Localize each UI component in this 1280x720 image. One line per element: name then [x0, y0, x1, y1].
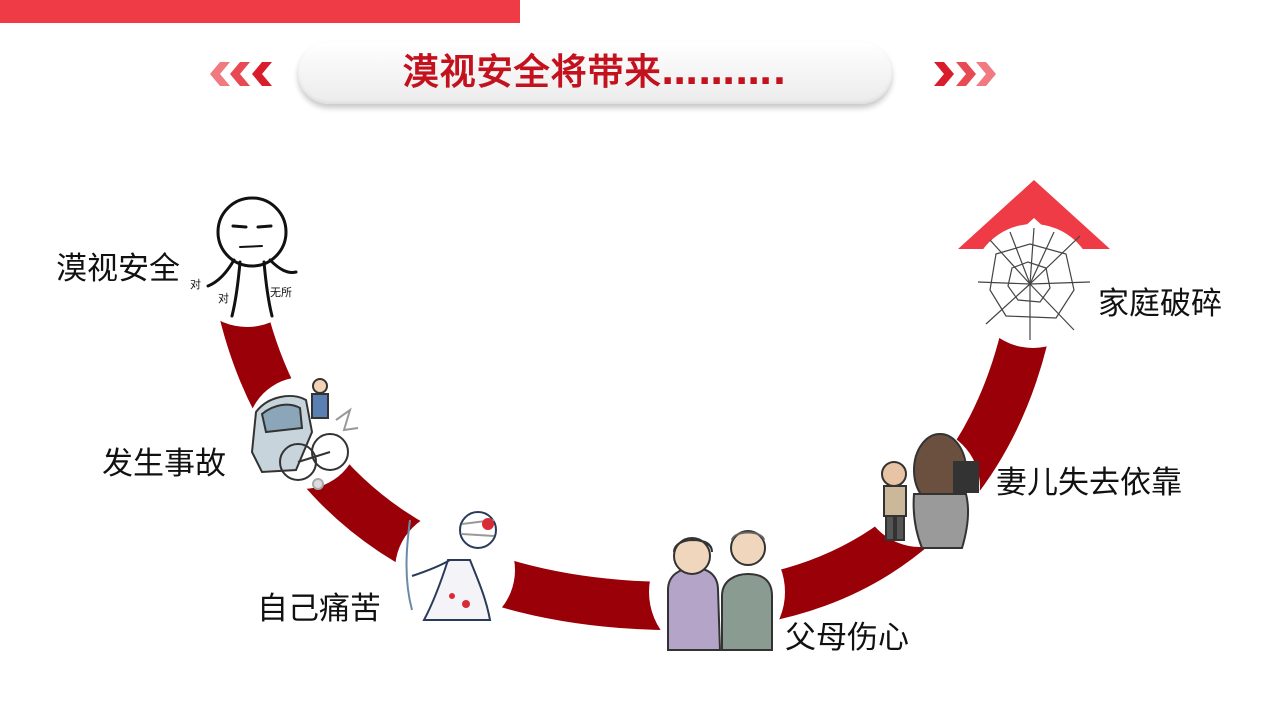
stick-figure-icon: 对 对 无所 [190, 196, 298, 318]
chevron-left-icon [210, 62, 272, 86]
title-banner: 漠视安全将带来………. [298, 42, 892, 104]
grieving-parents-icon [667, 530, 773, 651]
node-circle-6 [971, 224, 1095, 348]
step-label-1: 漠视安全 [56, 251, 180, 287]
step-label-2: 发生事故 [102, 446, 226, 482]
svg-text:对: 对 [218, 291, 229, 305]
top-accent-bar [0, 0, 520, 23]
arrowhead-icon [958, 180, 1110, 249]
svg-text:对: 对 [190, 277, 201, 291]
step-label-6: 家庭破碎 [1098, 286, 1222, 322]
injured-person-icon [405, 511, 497, 621]
wife-child-icon [881, 433, 979, 549]
step-label-5: 妻儿失去依靠 [996, 465, 1182, 501]
page-title: 漠视安全将带来………. [402, 52, 788, 93]
shattered-glass-icon [977, 227, 1091, 340]
svg-text:无所: 无所 [270, 286, 292, 299]
accident-icon [250, 378, 359, 490]
step-label-4: 父母伤心 [785, 620, 909, 656]
chevron-right-icon [934, 62, 996, 86]
step-label-3: 自己痛苦 [257, 591, 381, 627]
